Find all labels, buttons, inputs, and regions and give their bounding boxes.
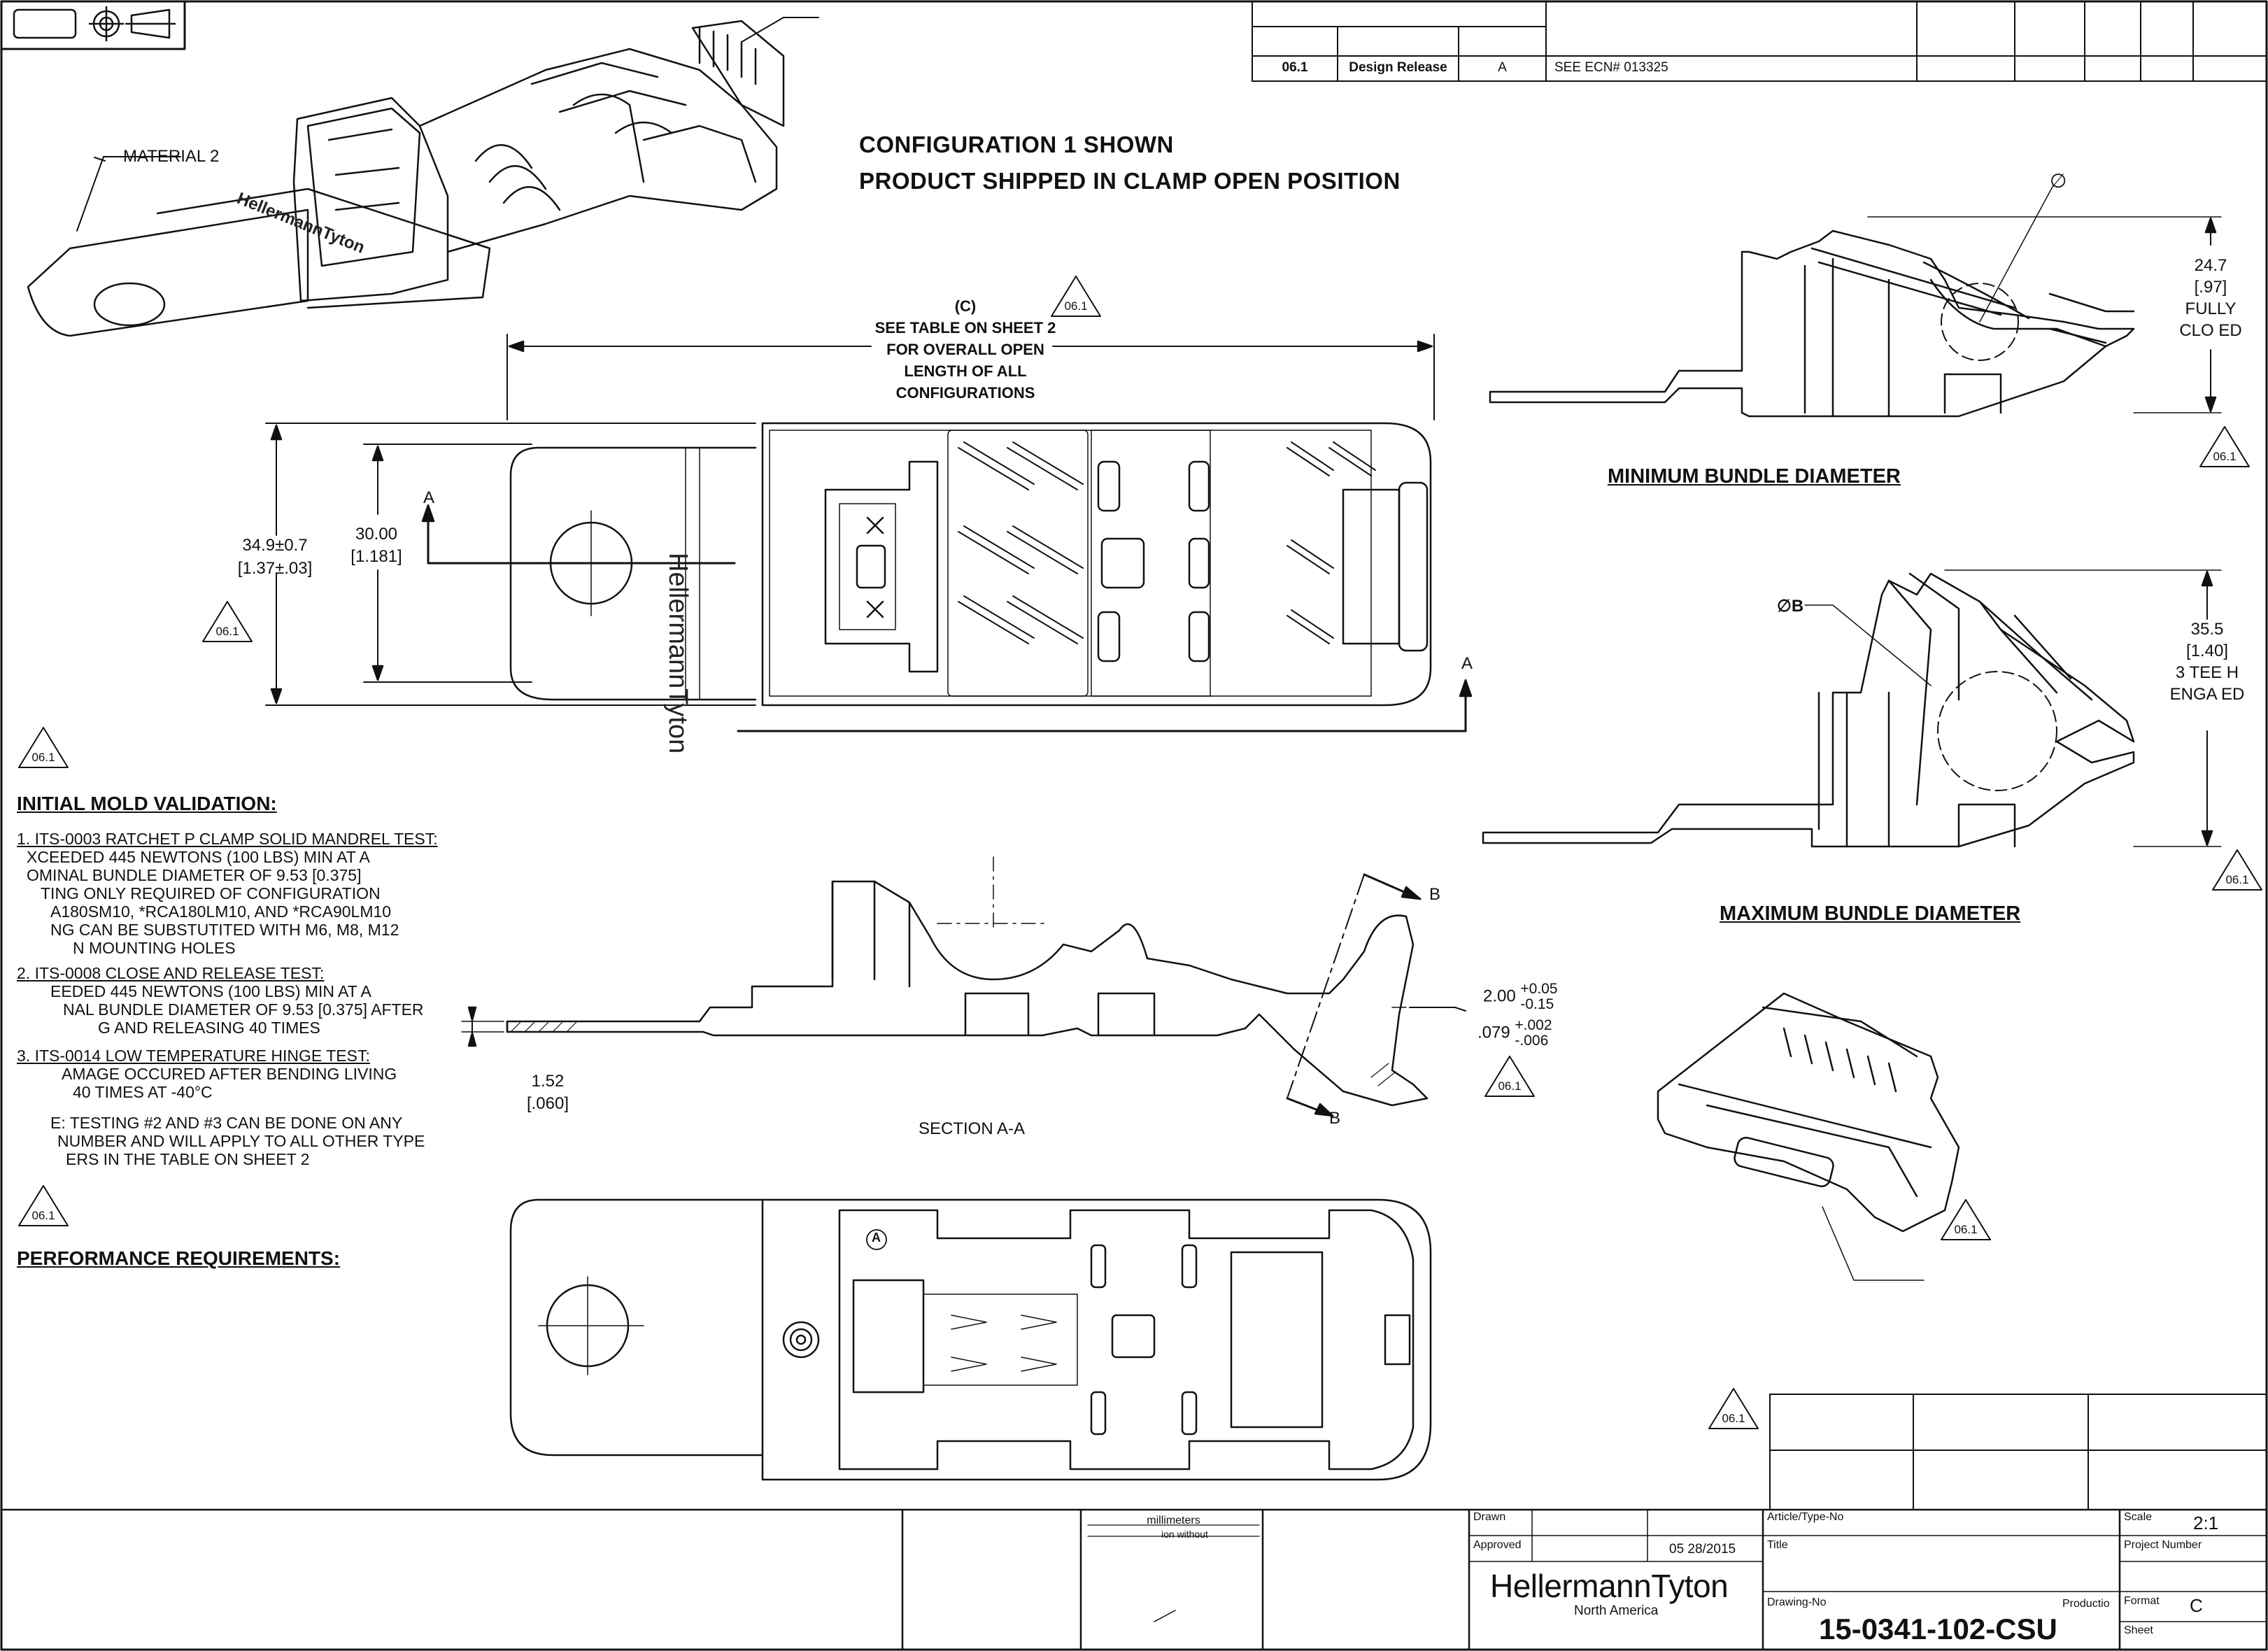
- projection-symbol: [0, 0, 186, 50]
- rev-tag: 06.1: [1722, 1412, 1745, 1425]
- format-value: C: [2190, 1595, 2203, 1616]
- closed-dimension: 24.7 [.97] FULLY CLO ED: [2179, 256, 2242, 340]
- revision-table: [1252, 1, 2267, 82]
- drawing-number: 15-0341-102-CSU: [1819, 1613, 2057, 1645]
- rev-tag: 06.1: [215, 625, 239, 638]
- rev-tag: 06.1: [31, 751, 55, 764]
- diameter-b-label: ∅B: [1777, 597, 1804, 616]
- rev-tag: 06.1: [1064, 299, 1088, 313]
- section-marker-left: A: [423, 488, 435, 507]
- config-table: [1769, 1394, 2267, 1510]
- rev-description: Design Release: [1349, 60, 1447, 75]
- format-label: Format: [2124, 1595, 2160, 1607]
- max-bundle-title: MAXIMUM BUNDLE DIAMETER: [1720, 902, 2021, 925]
- bottom-view: [509, 1198, 1432, 1481]
- article-label: Article/Type-No: [1767, 1511, 1844, 1523]
- bottom-view-marker: A: [872, 1231, 881, 1245]
- scale-value: 2:1: [2193, 1512, 2219, 1533]
- revision-triangles: [18, 276, 2262, 1429]
- section-marker-right: A: [1461, 654, 1473, 673]
- wall-dimension-inch: .079 +.002 -.006: [1477, 1017, 1552, 1049]
- production-label: Productio: [2062, 1598, 2110, 1610]
- width-dimension: 34.9±0.7 [1.37±.03]: [237, 536, 313, 578]
- approved-label: Approved: [1473, 1539, 1522, 1551]
- wall-dimension: 2.00 +0.05 -0.15: [1483, 981, 1558, 1012]
- rev-tag: 06.1: [2225, 873, 2249, 886]
- units-label: millimeters: [1147, 1515, 1200, 1526]
- min-bundle-title: MINIMUM BUNDLE DIAMETER: [1608, 465, 1901, 488]
- thickness-dimension: 1.52 [.060]: [526, 1072, 569, 1113]
- engaged-dimension: 35.5 [1.40] 3 TEE H ENGA ED: [2169, 620, 2245, 704]
- max-bundle-view: [1482, 569, 2222, 848]
- section-b-top: B: [1429, 885, 1441, 904]
- top-view: [265, 334, 1473, 732]
- isometric-view: [27, 17, 819, 337]
- note-item-1: 1. ITS-0003 RATCHET P CLAMP SOLID MANDRE…: [17, 830, 438, 957]
- rev-ecn: SEE ECN# 013325: [1554, 60, 1668, 75]
- section-b-bottom: B: [1329, 1109, 1341, 1128]
- rev-tag: 06.1: [1954, 1223, 1978, 1236]
- units-note: ion without: [1161, 1529, 1208, 1540]
- rev-tag: 06.1: [1498, 1079, 1522, 1093]
- rev-number: 06.1: [1282, 60, 1308, 75]
- section-aa-label: SECTION A-A: [919, 1119, 1026, 1138]
- company-region: North America: [1574, 1603, 1659, 1618]
- note-item-2: 2. ITS-0008 CLOSE AND RELEASE TEST: EEDE…: [17, 964, 424, 1037]
- molded-logo-top: HellermannTyton: [663, 553, 693, 754]
- project-number-label: Project Number: [2124, 1539, 2202, 1551]
- note-item-3: 3. ITS-0014 LOW TEMPERATURE HINGE TEST: …: [17, 1047, 397, 1101]
- title-label: Title: [1767, 1539, 1788, 1551]
- drawing-no-label: Drawing-No: [1767, 1596, 1827, 1608]
- initial-mold-title: INITIAL MOLD VALIDATION:: [17, 793, 277, 814]
- min-bundle-view: [1489, 185, 2222, 418]
- iso-view-small: [1657, 992, 1960, 1281]
- rev-tag: 06.1: [2213, 450, 2237, 463]
- shipping-heading: PRODUCT SHIPPED IN CLAMP OPEN POSITION: [859, 168, 1401, 194]
- material-callout: MATERIAL 2: [123, 147, 220, 166]
- config-heading: CONFIGURATION 1 SHOWN: [859, 132, 1174, 157]
- rev-tag: 06.1: [31, 1209, 55, 1222]
- rev-letter: A: [1498, 60, 1507, 75]
- section-view: [461, 856, 1466, 1117]
- title-block: [0, 1508, 2268, 1651]
- overall-length-note: (C) SEE TABLE ON SHEET 2 FOR OVERALL OPE…: [874, 297, 1056, 402]
- diameter-symbol: ∅: [2050, 170, 2067, 192]
- note-testing: E: TESTING #2 AND #3 CAN BE DONE ON ANY …: [50, 1114, 425, 1168]
- drawn-label: Drawn: [1473, 1511, 1506, 1523]
- company-logo: HellermannTyton: [1490, 1568, 1729, 1604]
- performance-title: PERFORMANCE REQUIREMENTS:: [17, 1247, 341, 1269]
- scale-label: Scale: [2124, 1511, 2153, 1523]
- sheet-label: Sheet: [2124, 1624, 2153, 1636]
- inner-width-dimension: 30.00 [1.181]: [350, 525, 402, 566]
- approval-date: 05 28/2015: [1669, 1542, 1736, 1557]
